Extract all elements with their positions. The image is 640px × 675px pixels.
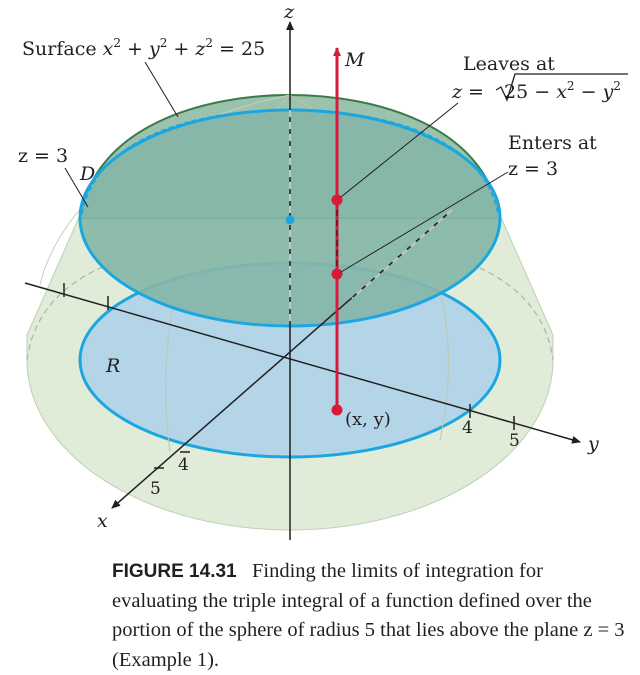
tick-label-x5: 5	[150, 479, 161, 499]
sphere-equator-back	[26, 237, 554, 361]
point-xy	[331, 404, 343, 416]
y-axis-label: y	[587, 433, 599, 455]
z-axis-label: z	[283, 1, 295, 23]
region-R-label: R	[105, 355, 120, 377]
leaves-at-equation: z = 25 − x2 − y2	[451, 79, 621, 103]
center-point	[285, 215, 295, 225]
leader-surface	[144, 61, 179, 118]
x-axis-hidden	[351, 209, 453, 299]
line-M-label: M	[344, 49, 365, 71]
tick-label-y4: 4	[462, 418, 473, 438]
tick-label-y5: 5	[509, 431, 520, 451]
point-enters	[331, 268, 343, 280]
leader-disk	[64, 167, 89, 208]
surface-label: Surface x2 + y2 + z2 = 25	[22, 36, 265, 60]
disk-D-label: D	[79, 163, 95, 185]
tick-label-x4: 4	[178, 455, 189, 475]
enters-at-label: Enters at	[508, 132, 597, 154]
enters-at-equation: z = 3	[508, 158, 558, 180]
figure-caption: FIGURE 14.31 Finding the limits of integ…	[112, 557, 632, 675]
caption-title: FIGURE 14.31	[112, 561, 237, 582]
point-leaves	[331, 194, 343, 206]
x-axis-label: x	[97, 510, 108, 532]
point-xy-label: (x, y)	[345, 409, 391, 430]
figure-14-31-diagram: z y x 4 5 4 5 M D R z = 3 (x, y) Surface…	[18, 1, 628, 540]
y-axis	[24, 282, 581, 444]
leaves-at-label: Leaves at	[463, 53, 555, 75]
radical-sign	[495, 73, 628, 102]
plane-label: z = 3	[18, 145, 68, 167]
leader-enters	[340, 171, 509, 273]
leader-leaves	[340, 102, 459, 198]
